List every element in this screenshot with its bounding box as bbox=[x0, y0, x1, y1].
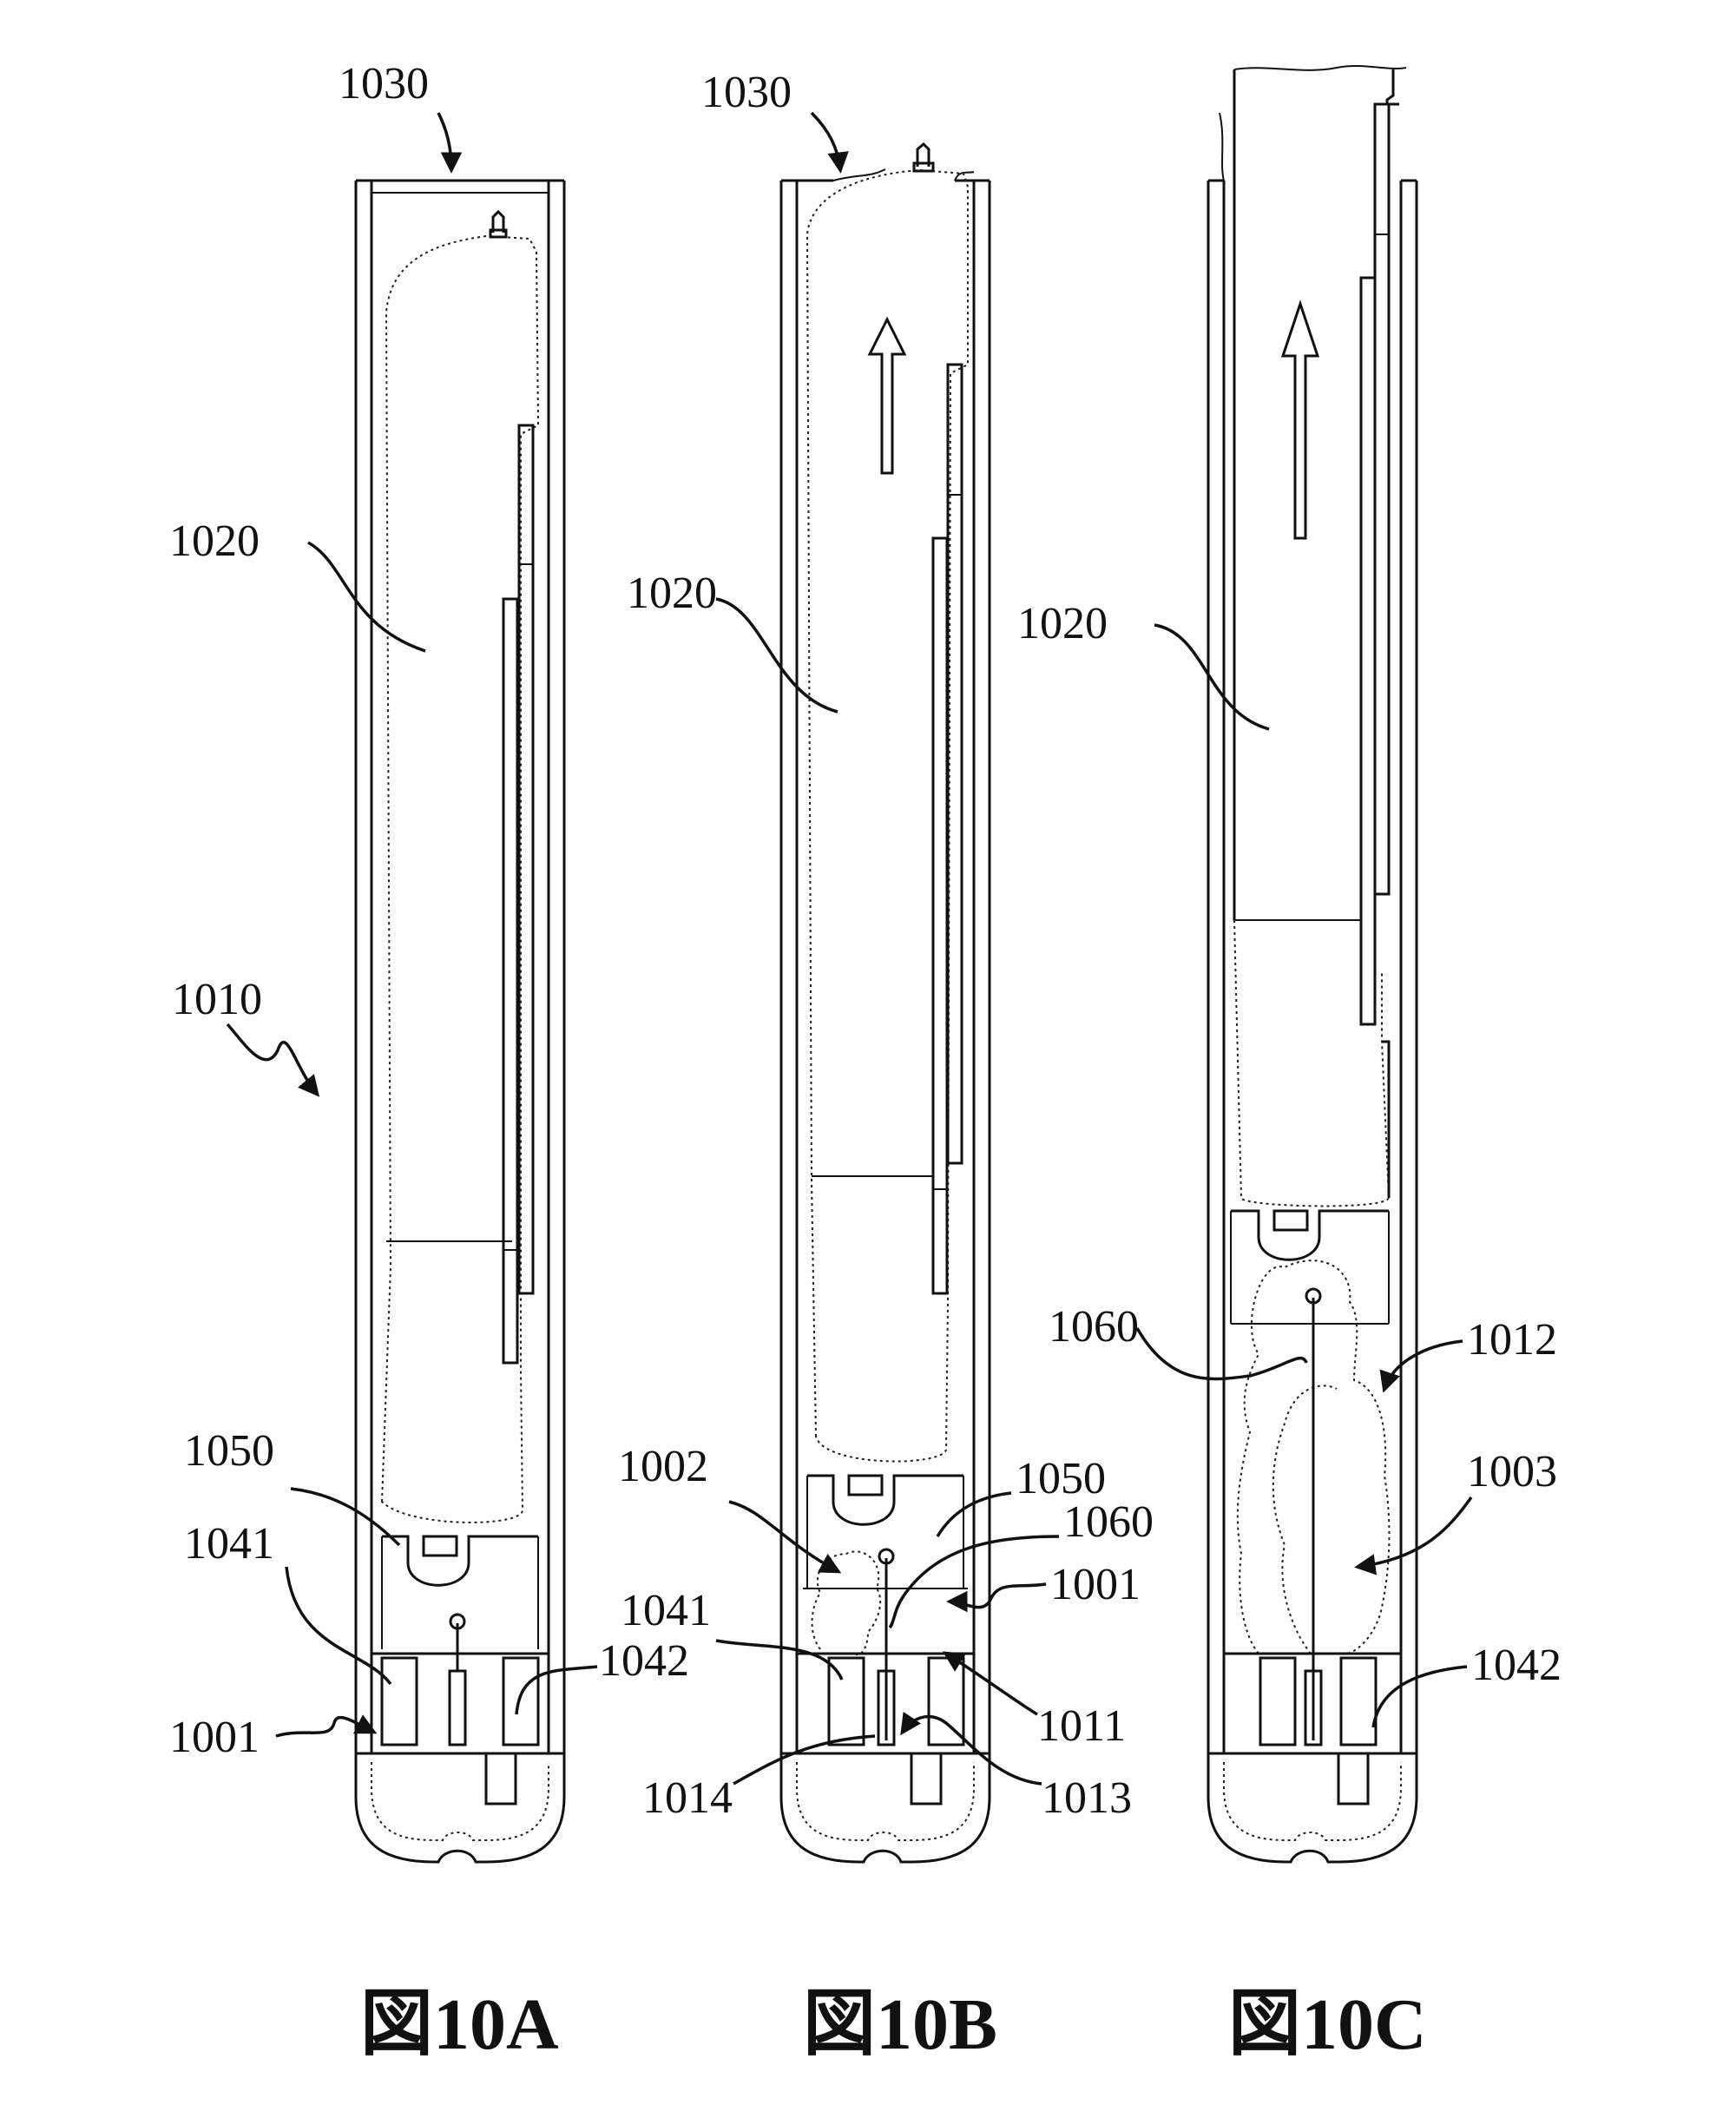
leader-1012-c bbox=[1384, 1341, 1463, 1389]
label-1060-c: 1060 bbox=[1049, 1302, 1139, 1352]
leader-1041-a bbox=[286, 1567, 391, 1684]
label-1041-a: 1041 bbox=[184, 1519, 274, 1569]
leader-1020-b bbox=[716, 599, 838, 712]
leader-1010-a bbox=[227, 1024, 317, 1094]
label-1014-b: 1014 bbox=[642, 1773, 733, 1823]
bottom-10c bbox=[1208, 1289, 1417, 1862]
leader-1060-c bbox=[1137, 1328, 1306, 1379]
label-1001-a: 1001 bbox=[169, 1713, 260, 1762]
leader-1003-c bbox=[1358, 1497, 1471, 1567]
bottom-10b bbox=[781, 1549, 990, 1862]
label-1060-b: 1060 bbox=[1063, 1497, 1154, 1547]
label-1012-c: 1012 bbox=[1467, 1315, 1557, 1365]
leader-1002-b bbox=[729, 1502, 838, 1571]
caption-10c: 図10C bbox=[1228, 1984, 1427, 2065]
leader-1041-b bbox=[716, 1641, 842, 1680]
leader-1030-a bbox=[438, 113, 451, 169]
label-1020-c: 1020 bbox=[1017, 599, 1108, 648]
label-1042-a: 1042 bbox=[599, 1636, 689, 1686]
leader-1030-b bbox=[812, 113, 840, 169]
figure-10b: 1030 1020 1002 1050 1060 1001 1041 1011 … bbox=[618, 68, 1154, 2065]
label-1002-b: 1002 bbox=[618, 1442, 708, 1491]
bottom-10a bbox=[356, 1615, 564, 1862]
leader-1013-b bbox=[903, 1717, 1042, 1784]
caption-10b: 図10B bbox=[803, 1984, 997, 2065]
bag-1020-a bbox=[382, 212, 538, 1523]
label-1011-b: 1011 bbox=[1037, 1701, 1126, 1751]
foam-1002-b bbox=[812, 1551, 881, 1654]
label-1001-b: 1001 bbox=[1050, 1560, 1141, 1609]
leader-1042-c bbox=[1373, 1667, 1467, 1727]
rails-10b bbox=[933, 365, 962, 1293]
caption-10a: 図10A bbox=[360, 1984, 559, 2065]
rails-10a bbox=[503, 425, 533, 1363]
label-1003-c: 1003 bbox=[1467, 1447, 1557, 1496]
cup-1050-a bbox=[382, 1536, 538, 1649]
figure-10a: 1030 1020 1010 1050 1041 1042 1001 図10A bbox=[169, 59, 689, 2065]
label-1020-a: 1020 bbox=[169, 516, 260, 566]
rails-10c bbox=[1361, 104, 1389, 1024]
figure-10c: 1020 1060 1012 1003 1042 図10C bbox=[1017, 66, 1562, 2065]
leader-1020-a bbox=[308, 543, 425, 651]
cup-1050-c bbox=[1231, 1211, 1389, 1324]
label-1020-b: 1020 bbox=[627, 569, 717, 618]
label-1030-a: 1030 bbox=[339, 59, 429, 109]
leader-1011-b bbox=[946, 1654, 1037, 1714]
leader-1014-b bbox=[733, 1736, 875, 1784]
label-1013-b: 1013 bbox=[1042, 1773, 1132, 1823]
up-arrow-b bbox=[870, 319, 904, 473]
label-1050-a: 1050 bbox=[184, 1426, 274, 1476]
leader-1001-a bbox=[276, 1718, 373, 1736]
bag-1020-c bbox=[1234, 66, 1406, 1206]
label-1042-c: 1042 bbox=[1471, 1641, 1562, 1690]
label-1050-b: 1050 bbox=[1016, 1454, 1106, 1503]
leader-1020-c bbox=[1154, 625, 1269, 729]
label-1041-b: 1041 bbox=[621, 1586, 711, 1635]
leader-1042-a bbox=[516, 1667, 597, 1714]
up-arrow-c bbox=[1283, 304, 1318, 538]
label-1030-b: 1030 bbox=[701, 68, 792, 117]
label-1010-a: 1010 bbox=[172, 975, 262, 1024]
